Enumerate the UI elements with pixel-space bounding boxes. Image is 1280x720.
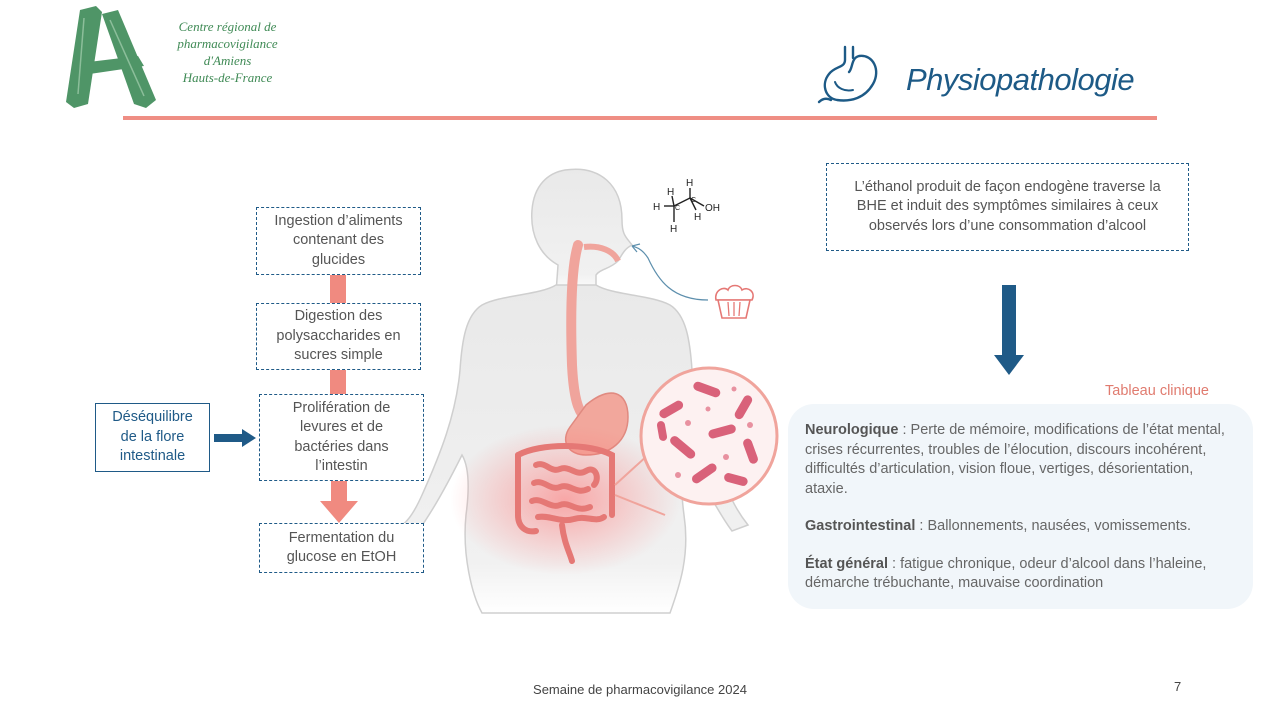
flow-box-ingestion: Ingestion d’aliments contenant des gluci… bbox=[256, 207, 421, 275]
logo-a-icon bbox=[66, 6, 156, 108]
molecule-c-1: C bbox=[675, 205, 680, 212]
flow-box-proliferation-text: Prolifération de levures et de bactéries… bbox=[292, 399, 391, 475]
logo-line-4: Hauts-de-France bbox=[182, 70, 273, 85]
right-arrow-icon bbox=[214, 429, 256, 447]
clinical-text-neuro: : Perte de mémoire, modifications de l’é… bbox=[805, 422, 1225, 497]
clinical-label-neuro: Neurologique bbox=[805, 422, 899, 438]
body-illustration bbox=[400, 168, 750, 614]
cause-box: Déséquilibre de la flore intestinale bbox=[95, 403, 210, 472]
ethanol-effect-text: L’éthanol produit de façon endogène trav… bbox=[854, 178, 1161, 234]
footer-text: Semaine de pharmacovigilance 2024 bbox=[533, 682, 747, 697]
flow-connector-2 bbox=[330, 370, 346, 394]
clinical-text-gastro: : Ballonnements, nausées, vomissements. bbox=[915, 518, 1192, 534]
clinical-label-gastro: Gastrointestinal bbox=[805, 518, 916, 534]
molecule-h-2: H bbox=[667, 187, 674, 198]
bacteria-circle-icon bbox=[639, 366, 779, 506]
molecule-h-5: H bbox=[694, 212, 701, 223]
stomach-icon bbox=[817, 45, 878, 104]
molecule-h-4: H bbox=[686, 178, 693, 189]
clinical-item-neuro: Neurologique : Perte de mémoire, modific… bbox=[805, 421, 1235, 499]
header-divider bbox=[123, 116, 1157, 120]
logo-text: Centre régional de pharmacovigilance d'A… bbox=[165, 18, 290, 86]
flow-connector-1 bbox=[330, 275, 346, 303]
clinical-card: Neurologique : Perte de mémoire, modific… bbox=[788, 404, 1253, 609]
flow-down-arrow-icon bbox=[320, 481, 358, 523]
molecule-h-1: H bbox=[653, 202, 660, 213]
flow-box-fermentation-text: Fermentation du glucose en EtOH bbox=[286, 529, 397, 566]
flow-box-fermentation: Fermentation du glucose en EtOH bbox=[259, 523, 424, 573]
logo-line-3: d'Amiens bbox=[203, 53, 252, 68]
cause-box-text: Déséquilibre de la flore intestinale bbox=[112, 409, 193, 465]
clinical-text-general: : fatigue chronique, odeur d’alcool dans… bbox=[805, 555, 1207, 592]
flow-box-digestion-text: Digestion des polysaccharides en sucres … bbox=[276, 308, 401, 364]
clinical-title: Tableau clinique bbox=[1105, 383, 1209, 399]
logo-line-1: Centre régional de bbox=[178, 19, 277, 34]
clinical-item-general: État général : fatigue chronique, odeur … bbox=[805, 555, 1235, 594]
ethanol-effect-box: L’éthanol produit de façon endogène trav… bbox=[826, 163, 1189, 251]
molecule-h-3: H bbox=[670, 224, 677, 235]
ethanol-molecule-icon: H H H H H C C OH bbox=[653, 178, 720, 235]
molecule-c-2: C bbox=[691, 197, 696, 204]
page-number: 7 bbox=[1174, 679, 1182, 694]
molecule-oh: OH bbox=[705, 203, 720, 214]
flow-box-proliferation: Prolifération de levures et de bactéries… bbox=[259, 394, 424, 481]
clinical-label-general: État général bbox=[805, 555, 888, 572]
flow-box-ingestion-text: Ingestion d’aliments contenant des gluci… bbox=[274, 212, 403, 268]
down-arrow-icon bbox=[994, 285, 1024, 375]
clinical-item-gastro: Gastrointestinal : Ballonnements, nausée… bbox=[805, 517, 1235, 537]
logo-line-2: pharmacovigilance bbox=[177, 36, 278, 51]
page-title: Physiopathologie bbox=[906, 62, 1135, 97]
flow-box-digestion: Digestion des polysaccharides en sucres … bbox=[256, 303, 421, 370]
food-path-arrow-icon bbox=[631, 243, 709, 301]
cupcake-icon bbox=[714, 284, 754, 319]
